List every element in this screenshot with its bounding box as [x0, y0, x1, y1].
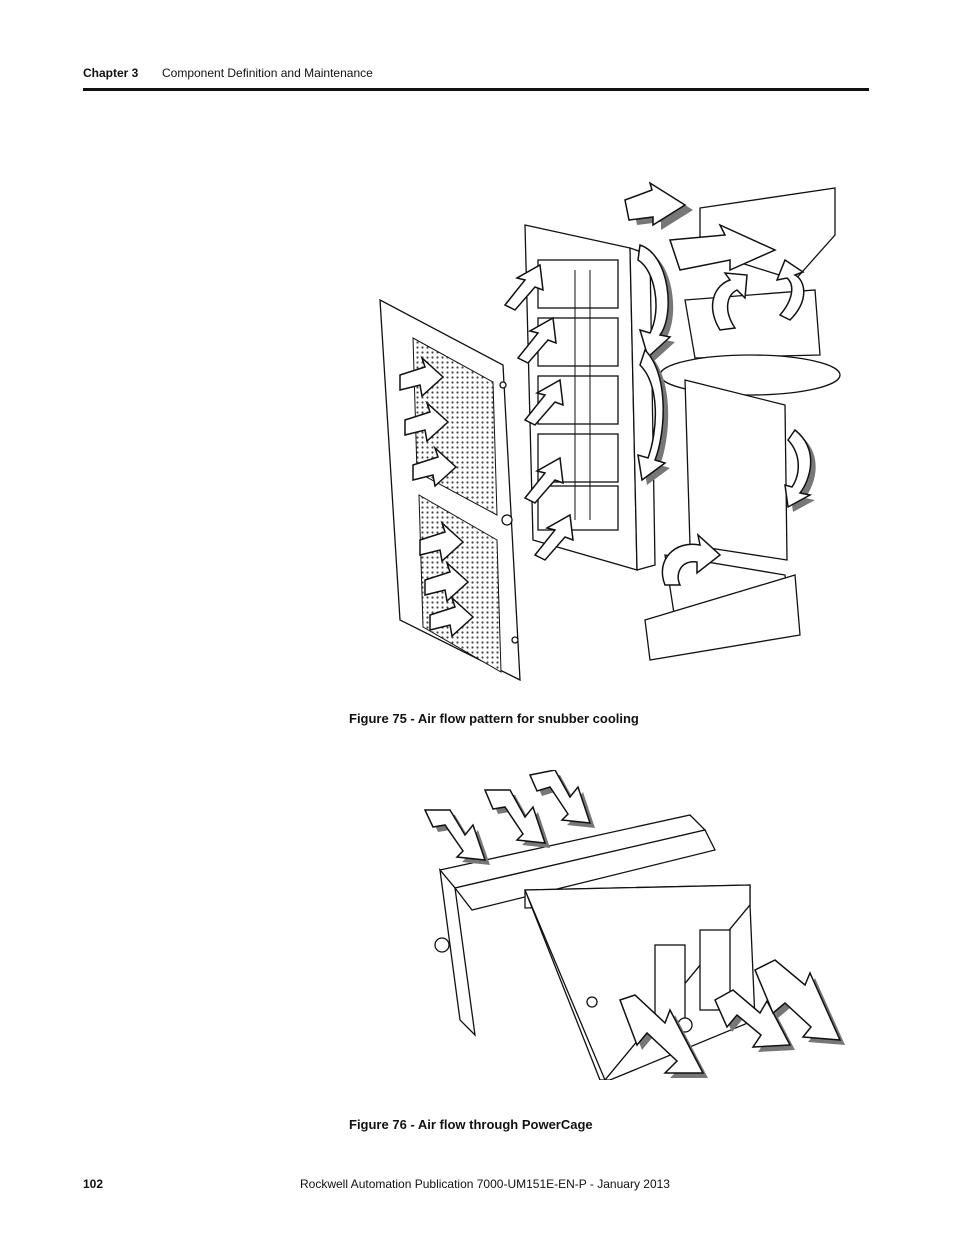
inflow-arrows: [423, 770, 595, 865]
exhaust-arrows: [624, 181, 777, 272]
header-rule: [83, 88, 869, 91]
plenum-flow-arrows: [637, 243, 816, 586]
figure-75-illustration: [379, 181, 841, 682]
running-header: Chapter 3 Component Definition and Maint…: [83, 66, 373, 80]
chapter-label: Chapter 3: [83, 66, 139, 80]
figure-75-caption: Figure 75 - Air flow pattern for snubber…: [349, 711, 639, 726]
rack-inflow-arrows: [503, 263, 574, 561]
figure-76-illustration: [423, 770, 845, 1080]
page-number: 102: [83, 1177, 104, 1191]
powercage-assembly: [434, 814, 756, 1080]
section-title: Component Definition and Maintenance: [162, 66, 373, 80]
door-inflow-arrows: [399, 355, 475, 638]
publication-info: Rockwell Automation Publication 7000-UM1…: [300, 1177, 670, 1191]
figure-76-caption: Figure 76 - Air flow through PowerCage: [349, 1117, 593, 1132]
outflow-arrows: [619, 959, 845, 1078]
